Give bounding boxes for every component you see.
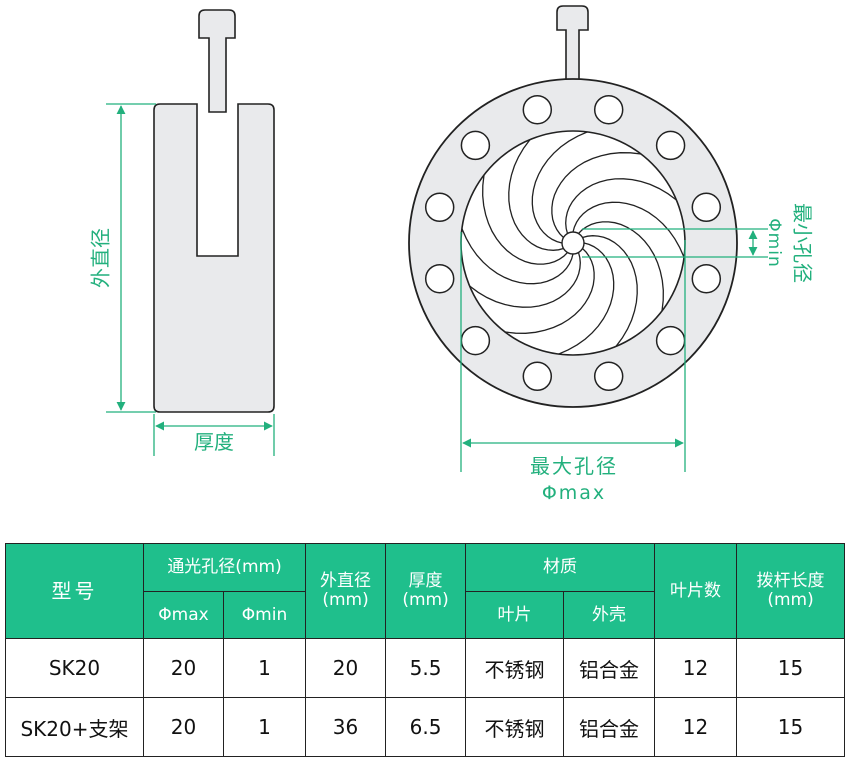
min-aperture-symbol: Φmin (764, 218, 784, 267)
table-row: SK20+支架 20 1 36 6.5 不锈钢 铝合金 12 15 (5, 697, 846, 757)
mounting-holes (424, 94, 722, 392)
header-lever-length: 拨杆长度(mm) (736, 543, 846, 639)
mounting-hole (460, 130, 491, 161)
thickness-label: 厚度 (194, 430, 234, 454)
mounting-hole (655, 325, 686, 356)
side-view: 外直径 厚度 (89, 9, 275, 456)
iris-blade (558, 242, 615, 355)
cell-blade-count: 12 (654, 697, 738, 757)
header-outer-diameter: 外直径(mm) (305, 543, 387, 639)
iris-blades (461, 131, 685, 355)
min-aperture-label: 最小孔径 (791, 203, 815, 283)
header-shell: 外壳 (563, 591, 656, 639)
header-blade: 叶片 (465, 591, 565, 639)
header-phi-max: Φmax (143, 591, 224, 639)
cell-outer-diameter: 36 (305, 697, 387, 757)
iris-blade (582, 235, 638, 347)
cell-model: SK20 (5, 638, 144, 698)
header-blade-count: 叶片数 (654, 543, 738, 639)
iris-blade (508, 139, 564, 251)
iris-blade (482, 174, 568, 265)
header-material: 材质 (465, 543, 656, 592)
mounting-hole (593, 94, 624, 125)
iris-blade (578, 221, 664, 312)
cell-lever-length: 15 (736, 697, 846, 757)
mounting-hole (522, 361, 553, 392)
iris-blade (469, 252, 581, 308)
cell-model: SK20+支架 (5, 697, 144, 757)
header-model: 型号 (5, 543, 144, 639)
iris-blade (565, 178, 677, 234)
cell-thickness: 6.5 (385, 697, 467, 757)
spec-table: 型号 通光孔径(mm) 外直径(mm) 厚度(mm) 材质 叶片数 拨杆长度(m… (5, 543, 846, 757)
mounting-hole (655, 130, 686, 161)
front-view-lever (556, 5, 589, 83)
cell-shell: 铝合金 (563, 697, 656, 757)
mounting-hole (691, 192, 722, 223)
cell-lever-length: 15 (736, 638, 846, 698)
technical-drawing: 外直径 厚度 最大孔径 Φmax Φmin 最小孔径 (89, 5, 815, 504)
mounting-hole (424, 192, 455, 223)
cell-blade: 不锈钢 (465, 638, 565, 698)
cell-thickness: 5.5 (385, 638, 467, 698)
cell-blade: 不锈钢 (465, 697, 565, 757)
header-thickness: 厚度(mm) (385, 543, 467, 639)
iris-blade (504, 248, 595, 334)
iris-blade (551, 152, 642, 238)
mounting-hole (593, 361, 624, 392)
mounting-hole (691, 263, 722, 294)
mounting-hole (460, 325, 491, 356)
outer-diameter-label: 外直径 (89, 228, 113, 288)
max-aperture-symbol: Φmax (542, 482, 606, 504)
mounting-hole (424, 263, 455, 294)
table-row: SK20 20 1 20 5.5 不锈钢 铝合金 12 15 (5, 638, 846, 698)
cell-phi-min: 1 (222, 638, 307, 698)
side-view-lever (198, 9, 236, 113)
cell-phi-max: 20 (143, 638, 224, 698)
cell-blade-count: 12 (654, 638, 738, 698)
iris-blade (461, 228, 574, 285)
iris-blade (531, 131, 588, 244)
cell-phi-max: 20 (143, 697, 224, 757)
cell-shell: 铝合金 (563, 638, 656, 698)
max-aperture-label: 最大孔径 (530, 454, 618, 478)
header-phi-min: Φmin (222, 591, 307, 639)
mounting-hole (522, 94, 553, 125)
side-view-body (153, 103, 275, 413)
min-aperture-hole (561, 231, 585, 255)
cell-phi-min: 1 (222, 697, 307, 757)
cell-outer-diameter: 20 (305, 638, 387, 698)
front-view: 最大孔径 Φmax Φmin 最小孔径 (408, 5, 815, 504)
header-aperture: 通光孔径(mm) (142, 543, 307, 592)
